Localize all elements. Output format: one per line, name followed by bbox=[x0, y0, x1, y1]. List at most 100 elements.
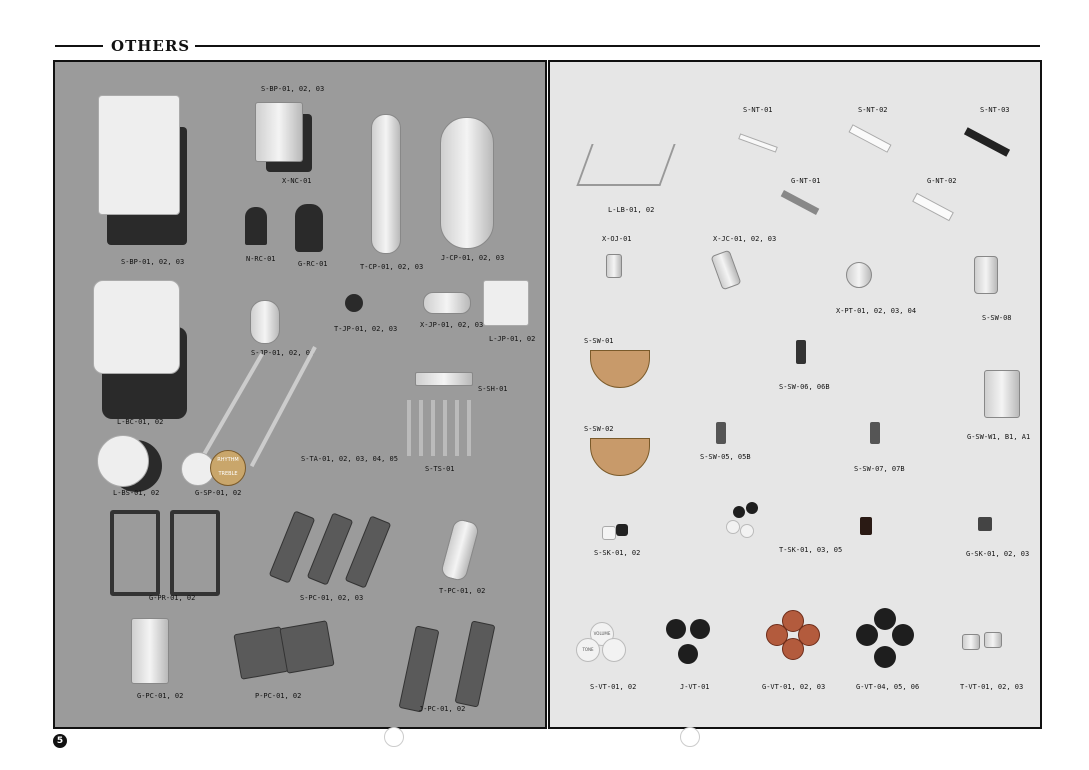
binder-hole-right bbox=[680, 727, 700, 747]
control-plate-jazz-image bbox=[440, 117, 494, 249]
humbucker-cover-image bbox=[131, 618, 169, 684]
bell-knob-image bbox=[856, 624, 878, 646]
nut-image bbox=[963, 127, 1011, 157]
toggle-cap-image bbox=[860, 517, 872, 535]
part-label: X-PT-01, 02, 03, 04 bbox=[836, 307, 917, 315]
part-label: S-VT-01, 02 bbox=[590, 683, 637, 691]
part-label: S-NT-01 bbox=[743, 106, 773, 114]
switch-plate-amber-image: RHYTHM TREBLE bbox=[210, 450, 246, 486]
truss-rod-cover-image bbox=[245, 207, 267, 245]
speed-knob-image bbox=[798, 624, 820, 646]
part-label: S-TS-01 bbox=[425, 465, 455, 473]
part-label: L-LB-01, 02 bbox=[608, 206, 655, 214]
jazz-knob-image bbox=[690, 619, 710, 639]
header-rule-left bbox=[55, 45, 103, 47]
bell-truss-cover-image bbox=[295, 204, 323, 252]
part-label: J-PC-01, 02 bbox=[419, 705, 466, 713]
back-cover-white-image bbox=[93, 280, 180, 374]
switch-knob-image bbox=[616, 524, 628, 536]
page-number: 5 bbox=[53, 734, 67, 748]
nut-image bbox=[738, 133, 778, 153]
part-label: S-JP-01, 02, 03 bbox=[251, 349, 315, 357]
bell-knob-image bbox=[874, 608, 896, 630]
part-label: T-PC-01, 02 bbox=[439, 587, 486, 595]
tone-knob-image bbox=[602, 638, 626, 662]
part-label: S-PC-01, 02, 03 bbox=[300, 594, 364, 602]
part-label: S-SW-01 bbox=[584, 337, 614, 345]
single-coil-cover-image bbox=[344, 515, 392, 589]
part-label: G-RC-01 bbox=[298, 260, 328, 268]
control-plate-tele-image bbox=[371, 114, 401, 254]
tele-neck-cover-image bbox=[439, 517, 481, 583]
part-label: S-BP-01, 02, 03 bbox=[121, 258, 185, 266]
nut-image bbox=[912, 192, 954, 222]
part-label: G-PR-01, 02 bbox=[149, 594, 196, 602]
speed-knob-image bbox=[766, 624, 788, 646]
part-label: S-SK-01, 02 bbox=[594, 549, 641, 557]
switch-knob-image bbox=[602, 526, 616, 540]
part-label: P-PC-01, 02 bbox=[255, 692, 302, 700]
pickup-ring-image bbox=[170, 510, 220, 596]
part-label: X-JC-01, 02, 03 bbox=[713, 235, 777, 243]
part-label: J-CP-01, 02, 03 bbox=[441, 254, 505, 262]
section-header: OTHERS bbox=[55, 36, 1040, 56]
part-label: S-SW-02 bbox=[584, 425, 614, 433]
part-label: G-NT-02 bbox=[927, 177, 957, 185]
part-label: G-SW-W1, B1, A1 bbox=[967, 433, 1031, 441]
part-label: S-SW-08 bbox=[982, 314, 1012, 322]
toggle-knob-image bbox=[740, 524, 754, 538]
part-label: T-VT-01, 02, 03 bbox=[960, 683, 1024, 691]
back-plate-white-image bbox=[98, 95, 180, 215]
part-label: S-SW-06, 06B bbox=[779, 383, 830, 391]
part-label: S-NT-03 bbox=[980, 106, 1010, 114]
spring-hook-image bbox=[415, 372, 473, 386]
locking-bar-image bbox=[576, 144, 676, 186]
jack-cup-image bbox=[345, 294, 363, 312]
part-label: T-CP-01, 02, 03 bbox=[360, 263, 424, 271]
output-jack-image bbox=[606, 254, 622, 278]
nut-image bbox=[848, 124, 892, 153]
jack-plate-strat-image bbox=[250, 300, 280, 344]
jack-plate-oval-image bbox=[423, 292, 471, 314]
bell-knob-image bbox=[874, 646, 896, 668]
potentiometer-image bbox=[846, 262, 872, 288]
jazz-knob-image bbox=[666, 619, 686, 639]
binder-hole-left bbox=[384, 727, 404, 747]
jack-plate-square-image bbox=[483, 280, 529, 326]
part-label: S-TA-01, 02, 03, 04, 05 bbox=[301, 455, 398, 463]
pickup-ring-image bbox=[110, 510, 160, 596]
part-label: X-JP-01, 02, 03 bbox=[420, 321, 484, 329]
left-parts-panel: S-BP-01, 02, 03 X-NC-01 S-BP-01, 02, 03 … bbox=[53, 60, 547, 729]
part-label: N-RC-01 bbox=[246, 255, 276, 263]
toggle-knob-image bbox=[726, 520, 740, 534]
part-label: G-SK-01, 02, 03 bbox=[966, 550, 1030, 558]
part-label: T-JP-01, 02, 03 bbox=[334, 325, 398, 333]
switch-plate-treble-text: TREBLE bbox=[218, 471, 238, 477]
part-label: T-SK-01, 03, 05 bbox=[779, 546, 843, 554]
five-way-switch-image bbox=[590, 350, 650, 388]
mini-toggle-image bbox=[716, 422, 726, 444]
part-label: X-NC-01 bbox=[282, 177, 312, 185]
three-way-switch-image bbox=[984, 370, 1020, 418]
part-label: G-PC-01, 02 bbox=[137, 692, 184, 700]
part-label: G-VT-04, 05, 06 bbox=[856, 683, 920, 691]
part-label: J-VT-01 bbox=[680, 683, 710, 691]
switch-plate-rhythm-text: RHYTHM bbox=[217, 457, 239, 463]
back-round-plate-white-image bbox=[97, 435, 149, 487]
part-label: G-NT-01 bbox=[791, 177, 821, 185]
tone-knob-text: TONE bbox=[582, 647, 594, 652]
header-rule-right bbox=[195, 45, 1040, 47]
p-bass-cover-image bbox=[279, 620, 335, 674]
speed-knob-image bbox=[782, 638, 804, 660]
part-label: G-SP-01, 02 bbox=[195, 489, 242, 497]
dome-knob-image bbox=[984, 632, 1002, 648]
j-bass-cover-image bbox=[398, 625, 440, 713]
toggle-knob-image bbox=[733, 506, 745, 518]
jazz-knob-image bbox=[678, 644, 698, 664]
bell-knob-image bbox=[892, 624, 914, 646]
part-label: S-NT-02 bbox=[858, 106, 888, 114]
j-bass-cover-image bbox=[454, 620, 496, 708]
tremolo-arm-image bbox=[249, 346, 317, 468]
toggle-knob-image bbox=[746, 502, 758, 514]
part-label: S-SW-07, 07B bbox=[854, 465, 905, 473]
